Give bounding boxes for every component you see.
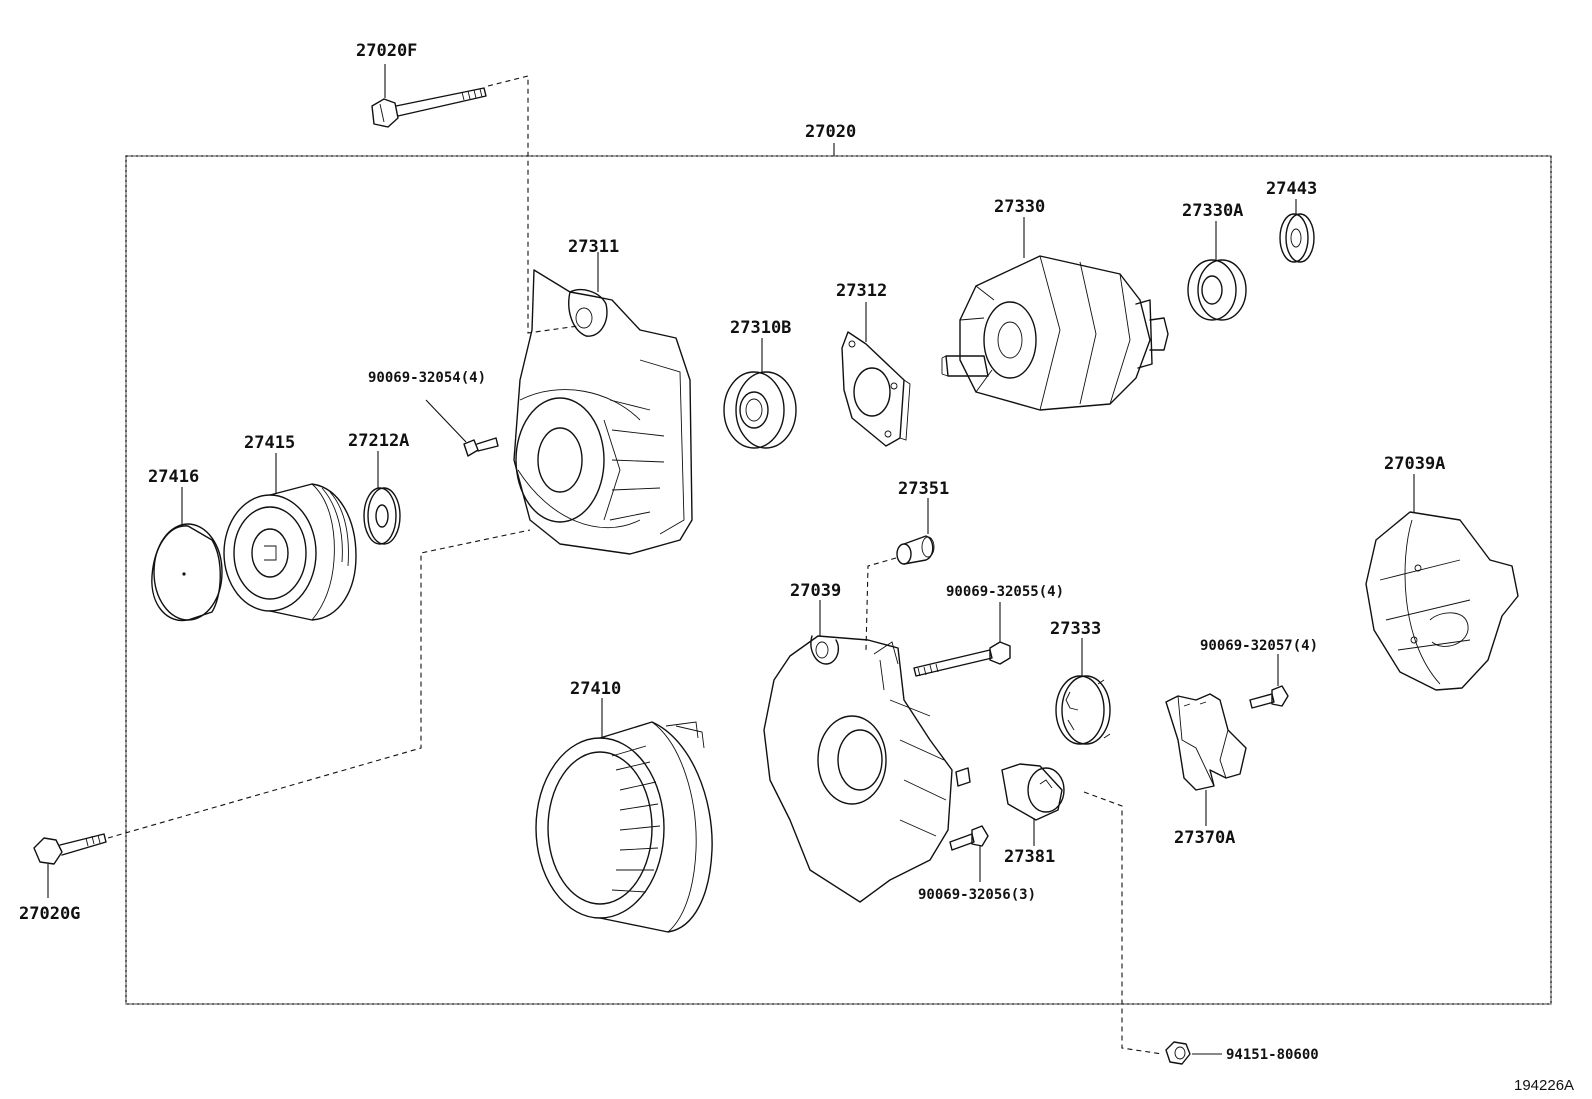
rear-bearing-27330a[interactable] (1187, 221, 1247, 321)
stator-27410[interactable] (535, 698, 713, 933)
label-94151-80600: 94151-80600 (1226, 1047, 1319, 1063)
pulley-27415[interactable] (223, 453, 357, 621)
leader-dashed-94151 (1083, 791, 1163, 1055)
leader-dashed-27020g (107, 529, 531, 839)
nut-94151-80600[interactable] (1165, 1041, 1222, 1065)
insulator-27351[interactable] (896, 498, 935, 565)
label-90069-32054: 90069-32054(4) (368, 370, 486, 386)
label-27039a: 27039A (1384, 454, 1445, 474)
label-27310b: 27310B (730, 318, 791, 338)
regulator-27370a[interactable] (1165, 693, 1247, 826)
label-27416: 27416 (148, 467, 199, 487)
label-27311: 27311 (568, 237, 619, 257)
screw-90069-32057[interactable] (1249, 654, 1289, 709)
spacer-collar-27212a[interactable] (363, 451, 401, 545)
label-27020f: 27020F (356, 41, 417, 61)
bolt-27020f[interactable] (371, 64, 487, 128)
label-27212a: 27212A (348, 431, 409, 451)
screw-90069-32056[interactable] (949, 825, 989, 882)
assembly-label: 27020 (805, 122, 856, 142)
bearing-cover-27443[interactable] (1279, 199, 1315, 263)
front-frame-27311[interactable] (513, 252, 693, 555)
label-27330a: 27330A (1182, 201, 1243, 221)
leader-dashed-27020f (487, 75, 579, 334)
label-27039: 27039 (790, 581, 841, 601)
assembly-box (125, 143, 1552, 1005)
label-27312: 27312 (836, 281, 887, 301)
through-bolt-90069-32055[interactable] (913, 602, 1011, 677)
label-90069-32057: 90069-32057(4) (1200, 638, 1318, 654)
reference-code: 194226A (1514, 1077, 1574, 1094)
label-27415: 27415 (244, 433, 295, 453)
label-27351: 27351 (898, 479, 949, 499)
leader-dashed-27351 (865, 557, 897, 651)
label-27370a: 27370A (1174, 828, 1235, 848)
brush-holder-cover-27333[interactable] (1055, 638, 1111, 745)
label-27330: 27330 (994, 197, 1045, 217)
label-27410: 27410 (570, 679, 621, 699)
screw-90069-32054[interactable] (425, 399, 499, 457)
front-bearing-27310b[interactable] (723, 338, 797, 449)
label-90069-32055: 90069-32055(4) (946, 584, 1064, 600)
label-27020g: 27020G (19, 904, 80, 924)
bolt-27020g[interactable] (33, 833, 107, 898)
label-90069-32056: 90069-32056(3) (918, 887, 1036, 903)
rear-end-cover-27039a[interactable] (1365, 474, 1519, 691)
retainer-plate-27312[interactable] (841, 302, 911, 447)
label-27381: 27381 (1004, 847, 1055, 867)
label-27333: 27333 (1050, 619, 1101, 639)
terminal-insulator-27381[interactable] (1001, 763, 1065, 846)
rotor-27330[interactable] (941, 217, 1169, 411)
rectifier-end-frame-27039[interactable] (763, 600, 971, 903)
label-27443: 27443 (1266, 179, 1317, 199)
pulley-cap-27416[interactable] (151, 487, 223, 622)
